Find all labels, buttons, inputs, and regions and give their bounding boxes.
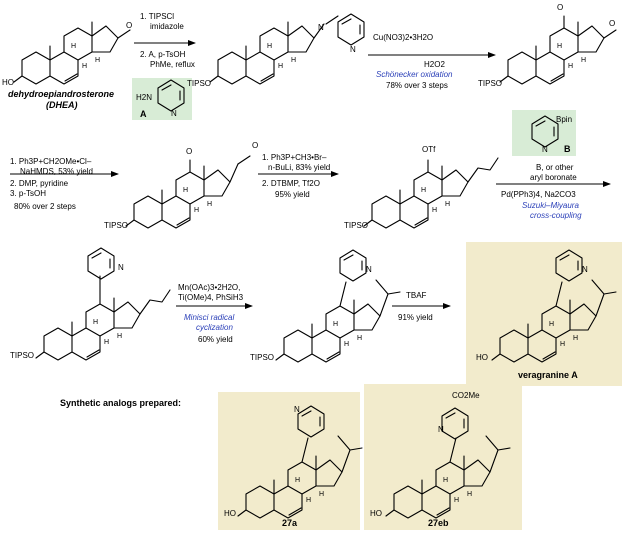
analog-27eb-label: 27eb [428, 518, 449, 528]
dhea-structure [13, 21, 131, 85]
aldehyde-tipso: TIPSO [104, 221, 128, 230]
hydroxyketone-tipso: TIPSO [478, 79, 502, 88]
dhea-hydroxyl: HO [2, 78, 14, 87]
veragranine-ho: HO [476, 353, 488, 362]
analog-27eb-structure [385, 435, 511, 519]
reagent-b-label: B [564, 144, 571, 154]
reagent-b-n: N [542, 145, 548, 154]
triflate-tipso: TIPSO [344, 221, 368, 230]
imine-n: N [318, 23, 324, 32]
analog-27eb-n: N [438, 425, 444, 434]
step1-line3: 2. A, p-TsOH [140, 50, 186, 59]
step4-line3: 2. DTBMP, Tf2O [262, 179, 320, 188]
triflate-otf: OTf [422, 145, 436, 154]
step1-line2: imidazole [150, 22, 184, 31]
analog-27a-ho: HO [224, 509, 236, 518]
step4-line4: 95% yield [275, 190, 310, 199]
analog-27eb-ho: HO [370, 509, 382, 518]
step1-line1: 1. TIPSCl [140, 12, 174, 21]
cyclized-structure [275, 279, 401, 363]
reagent-b-bpin: Bpin [556, 115, 572, 124]
step6-line1: Mn(OAc)3•2H2O, [178, 283, 240, 292]
reagent-a-label: A [140, 109, 147, 119]
step6-name-1: Minisci radical [184, 313, 234, 322]
step6-name-2: cyclization [196, 323, 233, 332]
step3-line4: 3. p-TsOH [10, 189, 46, 198]
veragranine-structure [491, 279, 617, 363]
step5-line1: B, or other [536, 163, 574, 172]
analog-27eb-ester: CO2Me [452, 391, 480, 400]
imine-pyridine [337, 13, 365, 46]
step2-line1: Cu(NO3)2•3H2O [373, 33, 433, 42]
dhea-name: dehydroepiandrosterone [8, 89, 114, 99]
step1-line4: PhMe, reflux [150, 60, 195, 69]
step2-name: Schönecker oxidation [376, 70, 453, 79]
step3-line3: 2. DMP, pyridine [10, 179, 69, 188]
aryl-diene-structure [35, 275, 171, 361]
hydroxyketone-o: O [609, 19, 615, 28]
imine-tipso: TIPSO [187, 79, 211, 88]
cyclized-tipso: TIPSO [250, 353, 274, 362]
step7-line1: TBAF [406, 291, 427, 300]
aryl-diene-pyridine [87, 247, 115, 280]
step4-line1: 1. Ph3P+CH3•Br– [262, 153, 327, 162]
aldehyde-structure [125, 155, 251, 229]
step6-line2: Ti(OMe)4, PhSiH3 [178, 293, 244, 302]
dhea-ketone-o: O [126, 21, 132, 30]
reagent-a-amine: H2N [136, 93, 152, 102]
step5-name-2: cross-coupling [530, 211, 582, 220]
step4-line2: n-BuLi, 83% yield [268, 163, 330, 172]
imine-structure [209, 15, 339, 85]
analogs-heading: Synthetic analogs prepared: [60, 398, 181, 408]
veragranine-name: veragranine A [518, 370, 578, 380]
step3-line5: 80% over 2 steps [14, 202, 76, 211]
aryl-diene-tipso: TIPSO [10, 351, 34, 360]
step5-line2: aryl boronate [530, 173, 577, 182]
aldehyde-ketone-o: O [186, 147, 192, 156]
step7-line2: 91% yield [398, 313, 433, 322]
step3-line1: 1. Ph3P+CH2OMe•Cl– [10, 157, 92, 166]
veragranine-n: N [582, 265, 588, 274]
step5-line3: Pd(PPh3)4, Na2CO3 [501, 190, 576, 199]
step6-yield: 60% yield [198, 335, 233, 344]
step5-name-1: Suzuki–Miyaura [522, 201, 579, 210]
aryl-diene-n: N [118, 263, 124, 272]
step2-line2: H2O2 [424, 60, 445, 69]
step3-line2: NaHMDS, 53% yield [20, 167, 93, 176]
imine-pyr-n: N [350, 45, 356, 54]
step2-yield: 78% over 3 steps [386, 81, 448, 90]
analog-27a-panel [218, 392, 360, 530]
analog-27a-structure [237, 435, 363, 519]
dhea-abbr: (DHEA) [46, 100, 78, 110]
hydroxyketone-oh: O [557, 3, 563, 12]
veragranine-panel [466, 242, 622, 386]
analog-27a-n: N [294, 405, 300, 414]
triflate-structure [363, 157, 499, 229]
reagent-b-box [512, 110, 576, 156]
cyclized-n: N [366, 265, 372, 274]
hydroxyketone-structure [499, 15, 617, 85]
analog-27eb-panel [364, 384, 522, 530]
aldehyde-o: O [252, 141, 258, 150]
analog-27a-label: 27a [282, 518, 298, 528]
reagent-a-n: N [171, 109, 177, 118]
cyclized-pyridine [339, 249, 367, 282]
